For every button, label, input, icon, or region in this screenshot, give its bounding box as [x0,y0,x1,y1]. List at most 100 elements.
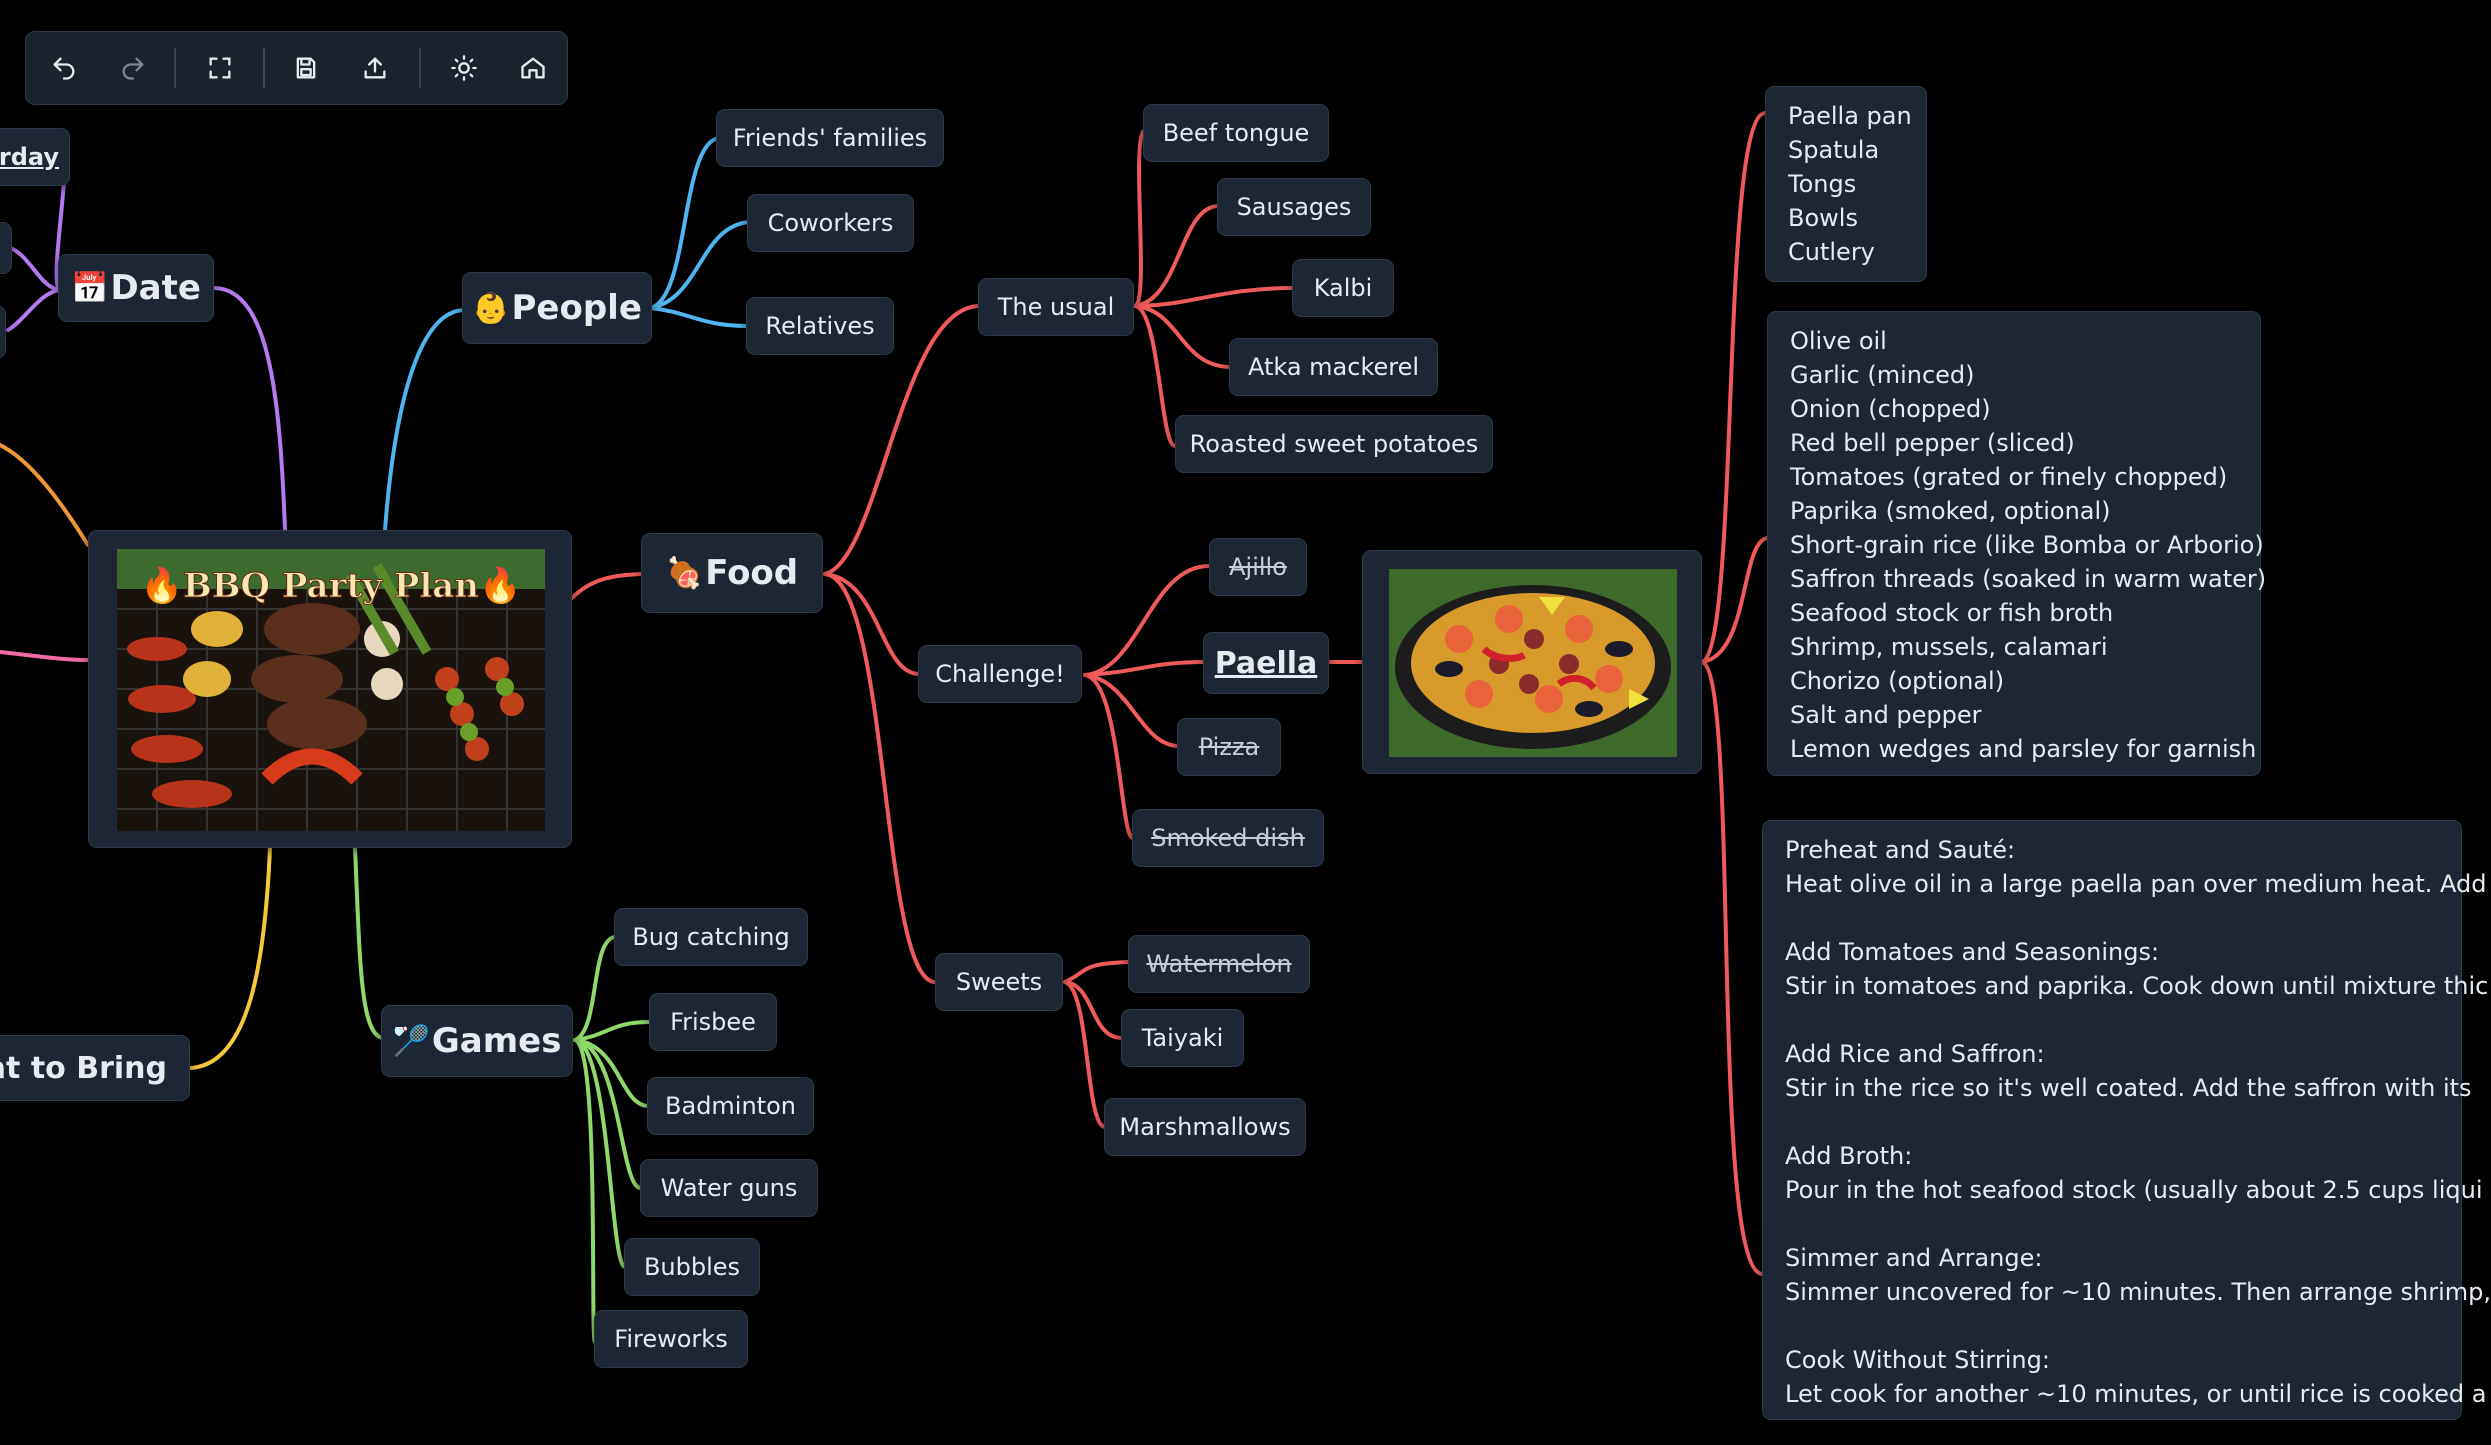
usual-child-sausages[interactable]: Sausages [1217,178,1371,236]
undo-button[interactable] [42,46,86,90]
step-item: Preheat and Sauté:Heat olive oil in a la… [1785,833,2487,935]
games-node[interactable]: 🏸Games [381,1005,573,1077]
undo-icon [53,57,75,80]
connector-games [353,846,385,1040]
ingredient-item: Short-grain rice (like Bomba or Arborio) [1790,531,2264,559]
node-label: at to Bring [0,1050,167,1086]
sweets-child-watermelon[interactable]: Watermelon [1128,935,1310,993]
challenge-child-paella[interactable]: Paella [1203,632,1329,694]
toolbar [25,31,568,105]
node-label: Bug catching [632,923,790,951]
node-label: Kalbi [1313,274,1373,302]
people-child-coworkers[interactable]: Coworkers [747,194,914,252]
bring-node[interactable]: at to Bring [0,1035,190,1101]
step-item: Cook Without Stirring:Let cook for anoth… [1785,1343,2487,1445]
step-item: Add Tomatoes and Seasonings: Stir in toma… [1785,935,2489,1037]
date-child-node-2[interactable] [0,222,12,274]
ingredient-item: Shrimp, mussels, calamari [1790,633,2108,661]
step-title: Add Broth: [1785,1142,1913,1170]
food-sweets-node[interactable]: Sweets [935,953,1063,1011]
step-item: Simmer and Arrange: Simmer uncovered for … [1785,1241,2491,1343]
usual-child-beef-tongue[interactable]: Beef tongue [1143,104,1329,162]
connector-people [383,308,467,532]
meat-icon: 🍖 [665,555,704,591]
node-label: The usual [997,293,1115,321]
tools-item: Tongs [1788,170,1857,198]
food-usual-node[interactable]: The usual [978,278,1134,336]
tools-item: Paella pan [1788,102,1912,130]
fullscreen-button[interactable] [198,46,242,90]
baby-icon: 👶 [472,290,510,326]
paella-image [1389,569,1677,757]
ingredient-item: Red bell pepper (sliced) [1790,429,2075,457]
node-label: Bubbles [643,1253,741,1281]
ingredient-item: Paprika (smoked, optional) [1790,497,2111,525]
redo-button[interactable] [111,46,155,90]
home-icon [521,57,545,79]
people-child-friends-families[interactable]: Friends' families [716,109,944,167]
node-label: Sweets [955,968,1043,996]
root-title: 🔥BBQ Party Plan🔥 [141,566,522,606]
tools-item: Bowls [1788,204,1858,232]
calendar-icon: 📅 [71,270,109,306]
food-node[interactable]: 🍖Food [641,533,823,613]
challenge-child-smoked-dish[interactable]: Smoked dish [1132,809,1324,867]
redo-icon [122,57,144,80]
connector-food [570,572,644,600]
ingredient-item: Tomatoes (grated or finely chopped) [1790,463,2228,491]
connector-bring [188,846,272,1070]
games-child-badminton[interactable]: Badminton [647,1077,814,1135]
games-child-bubbles[interactable]: Bubbles [624,1238,760,1296]
date-child-node[interactable]: rday [0,128,70,186]
node-label: Date [110,268,201,308]
fullscreen-icon [209,57,231,79]
save-button[interactable] [284,46,328,90]
theme-toggle-button[interactable] [442,46,486,90]
node-label: Relatives [765,312,875,340]
export-button[interactable] [353,46,397,90]
food-challenge-node[interactable]: Challenge! [918,645,1082,703]
step-title: Add Tomatoes and Seasonings: [1785,938,2160,966]
games-child-water-guns[interactable]: Water guns [640,1159,818,1217]
paella-image-node[interactable] [1362,550,1702,774]
challenge-child-ajillo[interactable]: Ajillo [1209,538,1307,596]
step-title: Preheat and Sauté: [1785,836,2016,864]
node-label: Fireworks [614,1325,728,1353]
usual-child-atka-mackerel[interactable]: Atka mackerel [1229,338,1438,396]
node-label: Roasted sweet potatoes [1189,430,1479,458]
step-text: Stir in tomatoes and paprika. Cook down … [1785,972,2489,1000]
usual-child-roasted-sweet-potatoes[interactable]: Roasted sweet potatoes [1175,415,1493,473]
people-node[interactable]: 👶People [462,272,652,344]
node-label: Paella [1214,645,1318,681]
ingredient-item: Salt and pepper [1790,701,1982,729]
home-button[interactable] [511,46,555,90]
ingredient-item: Garlic (minced) [1790,361,1975,389]
paella-steps-node[interactable]: Preheat and Sauté:Heat olive oil in a la… [1762,820,2491,1420]
root-node[interactable]: 🔥BBQ Party Plan🔥 [88,530,572,848]
date-node[interactable]: 📅Date [58,254,214,322]
challenge-child-pizza[interactable]: Pizza [1177,718,1281,776]
node-label: Badminton [665,1092,796,1120]
paella-ingredients-node[interactable]: Olive oil Garlic (minced) Onion (chopped… [1767,311,2266,776]
node-label: Water guns [660,1174,798,1202]
games-child-fireworks[interactable]: Fireworks [594,1310,748,1368]
ingredient-item: Chorizo (optional) [1790,667,2005,695]
node-label: Frisbee [670,1008,756,1036]
sweets-child-marshmallows[interactable]: Marshmallows [1104,1098,1306,1156]
step-title: Simmer and Arrange: [1785,1244,2043,1272]
games-child-frisbee[interactable]: Frisbee [649,993,777,1051]
usual-child-kalbi[interactable]: Kalbi [1292,259,1394,317]
node-label: Ajillo [1229,553,1287,581]
node-label: People [511,288,642,328]
node-label: Coworkers [767,209,894,237]
step-text: Let cook for another ~10 minutes, or unt… [1785,1380,2487,1408]
step-text: Simmer uncovered for ~10 minutes. Then a… [1785,1278,2491,1306]
sweets-child-taiyaki[interactable]: Taiyaki [1121,1009,1244,1067]
paella-tools-node[interactable]: Paella pan Spatula Tongs Bowls Cutlery [1765,86,1927,282]
node-label: Food [705,553,799,593]
node-label: Friends' families [732,124,928,152]
games-child-bug-catching[interactable]: Bug catching [614,908,808,966]
node-label: Smoked dish [1151,824,1305,852]
date-child-node-3[interactable] [0,306,6,358]
people-child-relatives[interactable]: Relatives [746,297,894,355]
